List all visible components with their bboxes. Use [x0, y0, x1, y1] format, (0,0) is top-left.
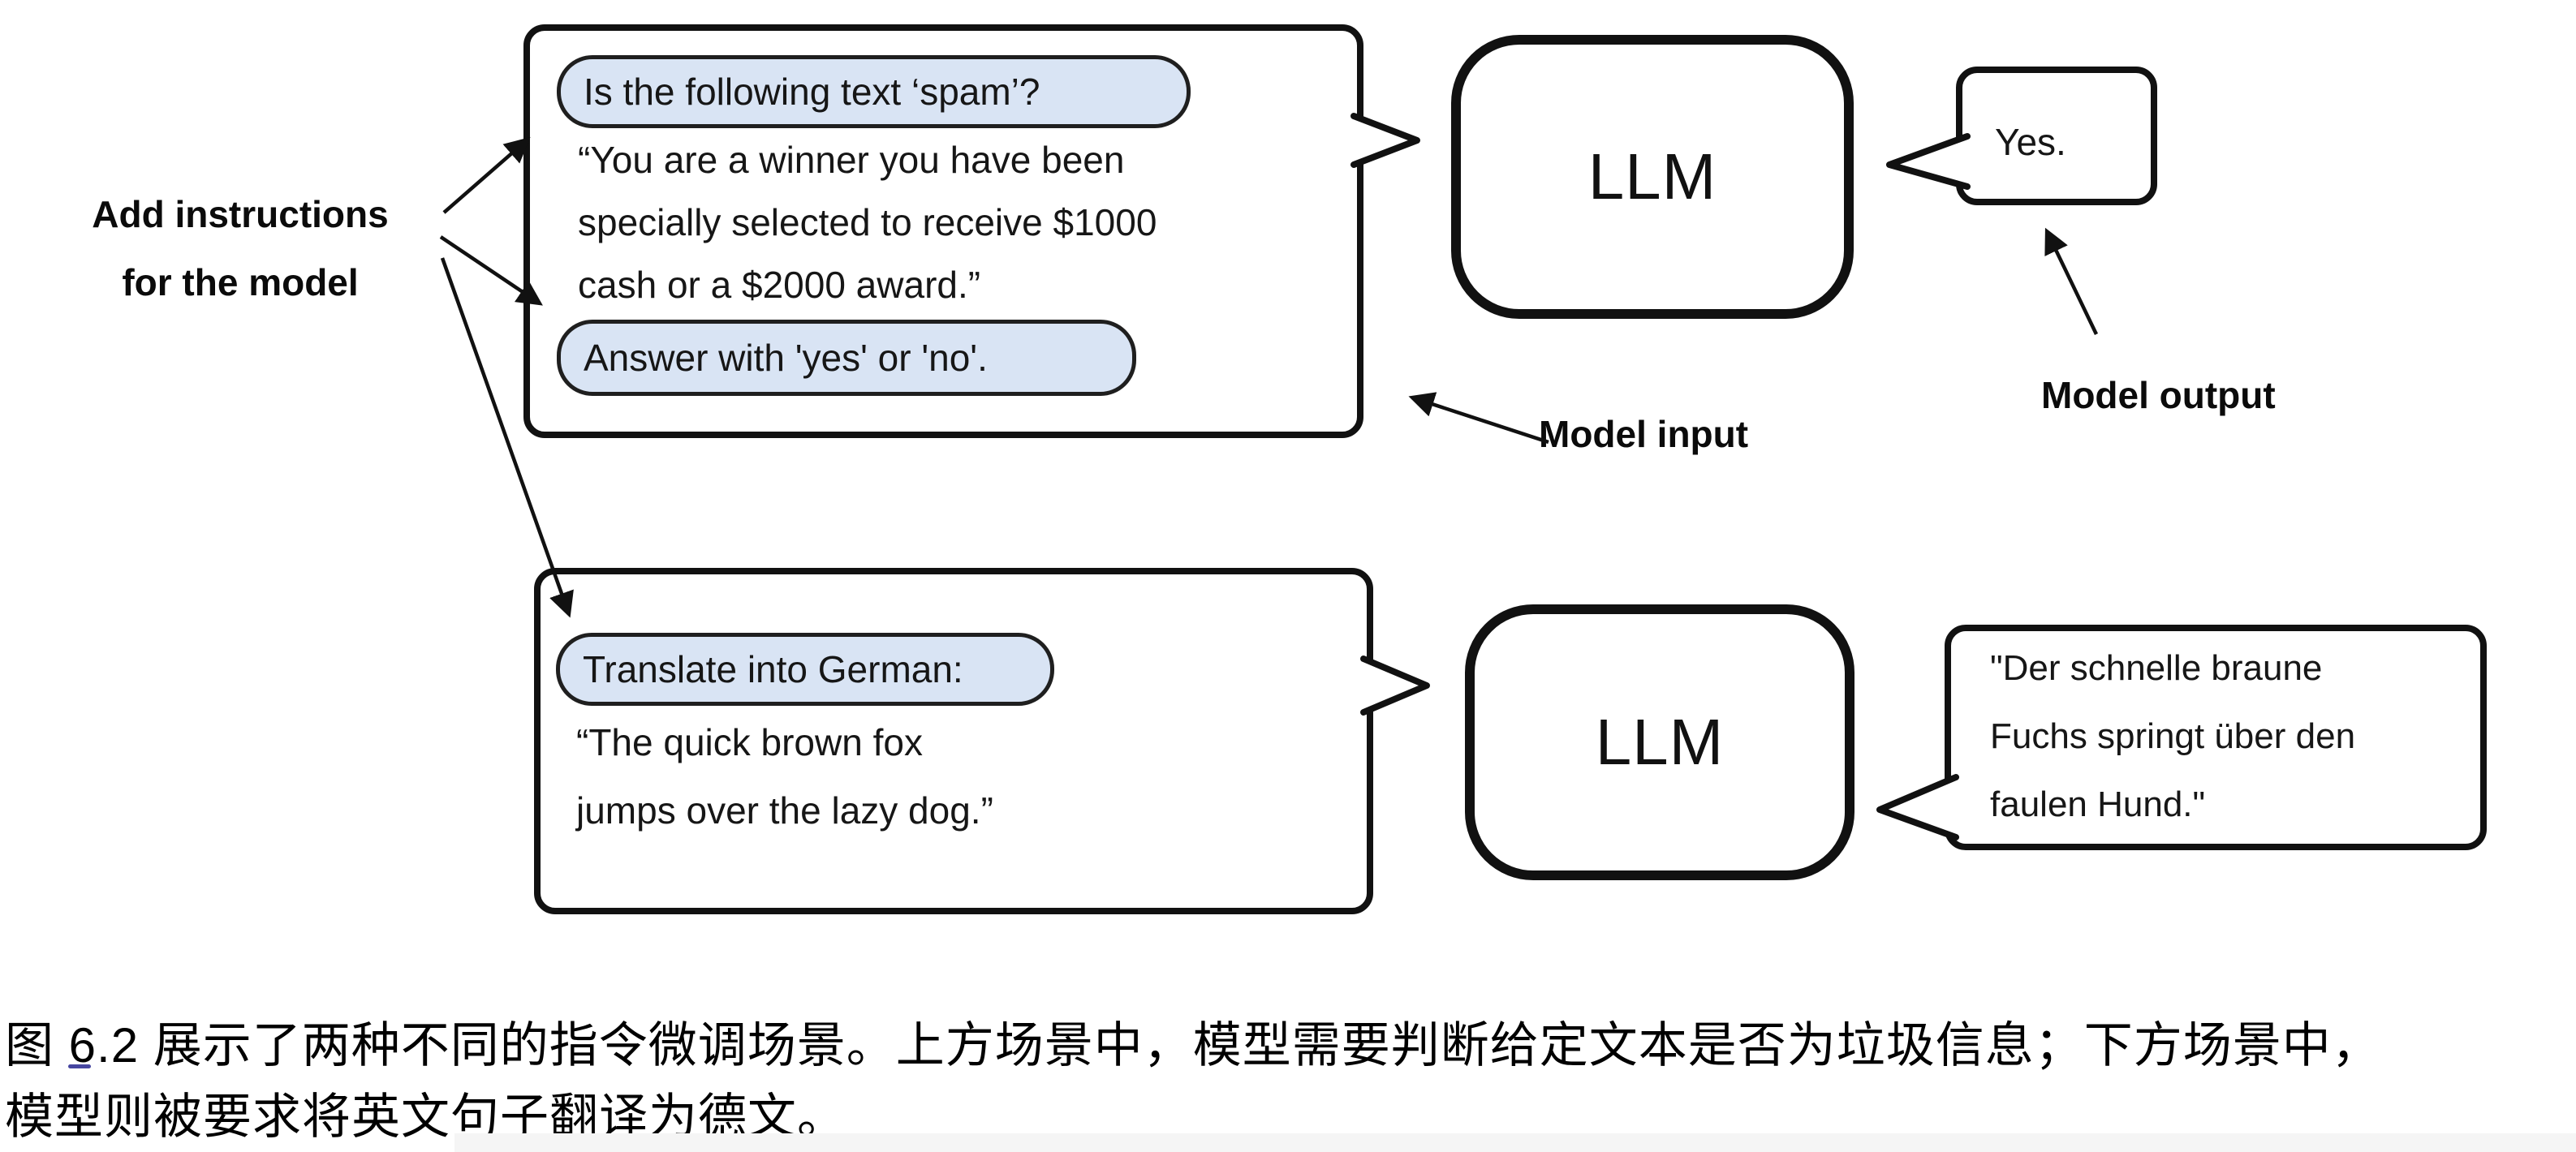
model-input-label: Model input	[1539, 413, 1749, 455]
bottom-model-input-bubble	[534, 568, 1373, 914]
german-output-line-1: "Der schnelle braune	[1990, 648, 2323, 688]
model-output-label: Model output	[2041, 374, 2276, 416]
arrow-to-instruction-pill-spam	[442, 136, 531, 214]
figure-ref-underline	[68, 1064, 91, 1068]
top-input-text-line-2: specially selected to receive $1000	[578, 201, 1157, 243]
instruction-pill-spam-label: Is the following text ‘spam’?	[584, 71, 1040, 113]
top-input-text-line-3: cash or a $2000 award.”	[578, 264, 981, 306]
llm-box-bottom-label: LLM	[1595, 706, 1725, 778]
german-output-line-3: faulen Hund."	[1990, 784, 2206, 824]
instruction-pill-answer-label: Answer with 'yes' or 'no'.	[584, 337, 988, 379]
bottom-input-text-line-2: jumps over the lazy dog.”	[576, 789, 993, 832]
add-instructions-label-line2: for the model	[122, 261, 359, 303]
llm-box-top-label: LLM	[1587, 140, 1717, 213]
instruction-pill-spam: Is the following text ‘spam’?	[557, 55, 1191, 128]
llm-box-top: LLM	[1451, 35, 1854, 319]
llm-box-bottom: LLM	[1465, 604, 1854, 880]
yes-output-text: Yes.	[1995, 121, 2066, 163]
page-edge-strip	[454, 1133, 2576, 1152]
german-output-bubble	[1945, 625, 2487, 850]
add-instructions-label-line1: Add instructions	[92, 193, 389, 235]
figure-caption-line-1: 图 6.2 展示了两种不同的指令微调场景。上方场景中，模型需要判断给定文本是否为…	[5, 1018, 2381, 1072]
arrow-model-output	[2044, 227, 2099, 335]
bottom-input-text-line-1: “The quick brown fox	[576, 721, 923, 763]
top-input-text-line-1: “You are a winner you have been	[578, 139, 1125, 181]
instruction-pill-answer: Answer with 'yes' or 'no'.	[557, 320, 1136, 396]
german-output-text: "Der schnelle braune Fuchs springt über …	[1990, 634, 2355, 839]
arrow-model-input	[1408, 392, 1549, 445]
instruction-pill-translate: Translate into German:	[556, 633, 1054, 706]
german-output-line-2: Fuchs springt über den	[1990, 716, 2356, 756]
add-instructions-label: Add instructions for the model	[86, 180, 394, 316]
instruction-pill-translate-label: Translate into German:	[583, 648, 963, 690]
